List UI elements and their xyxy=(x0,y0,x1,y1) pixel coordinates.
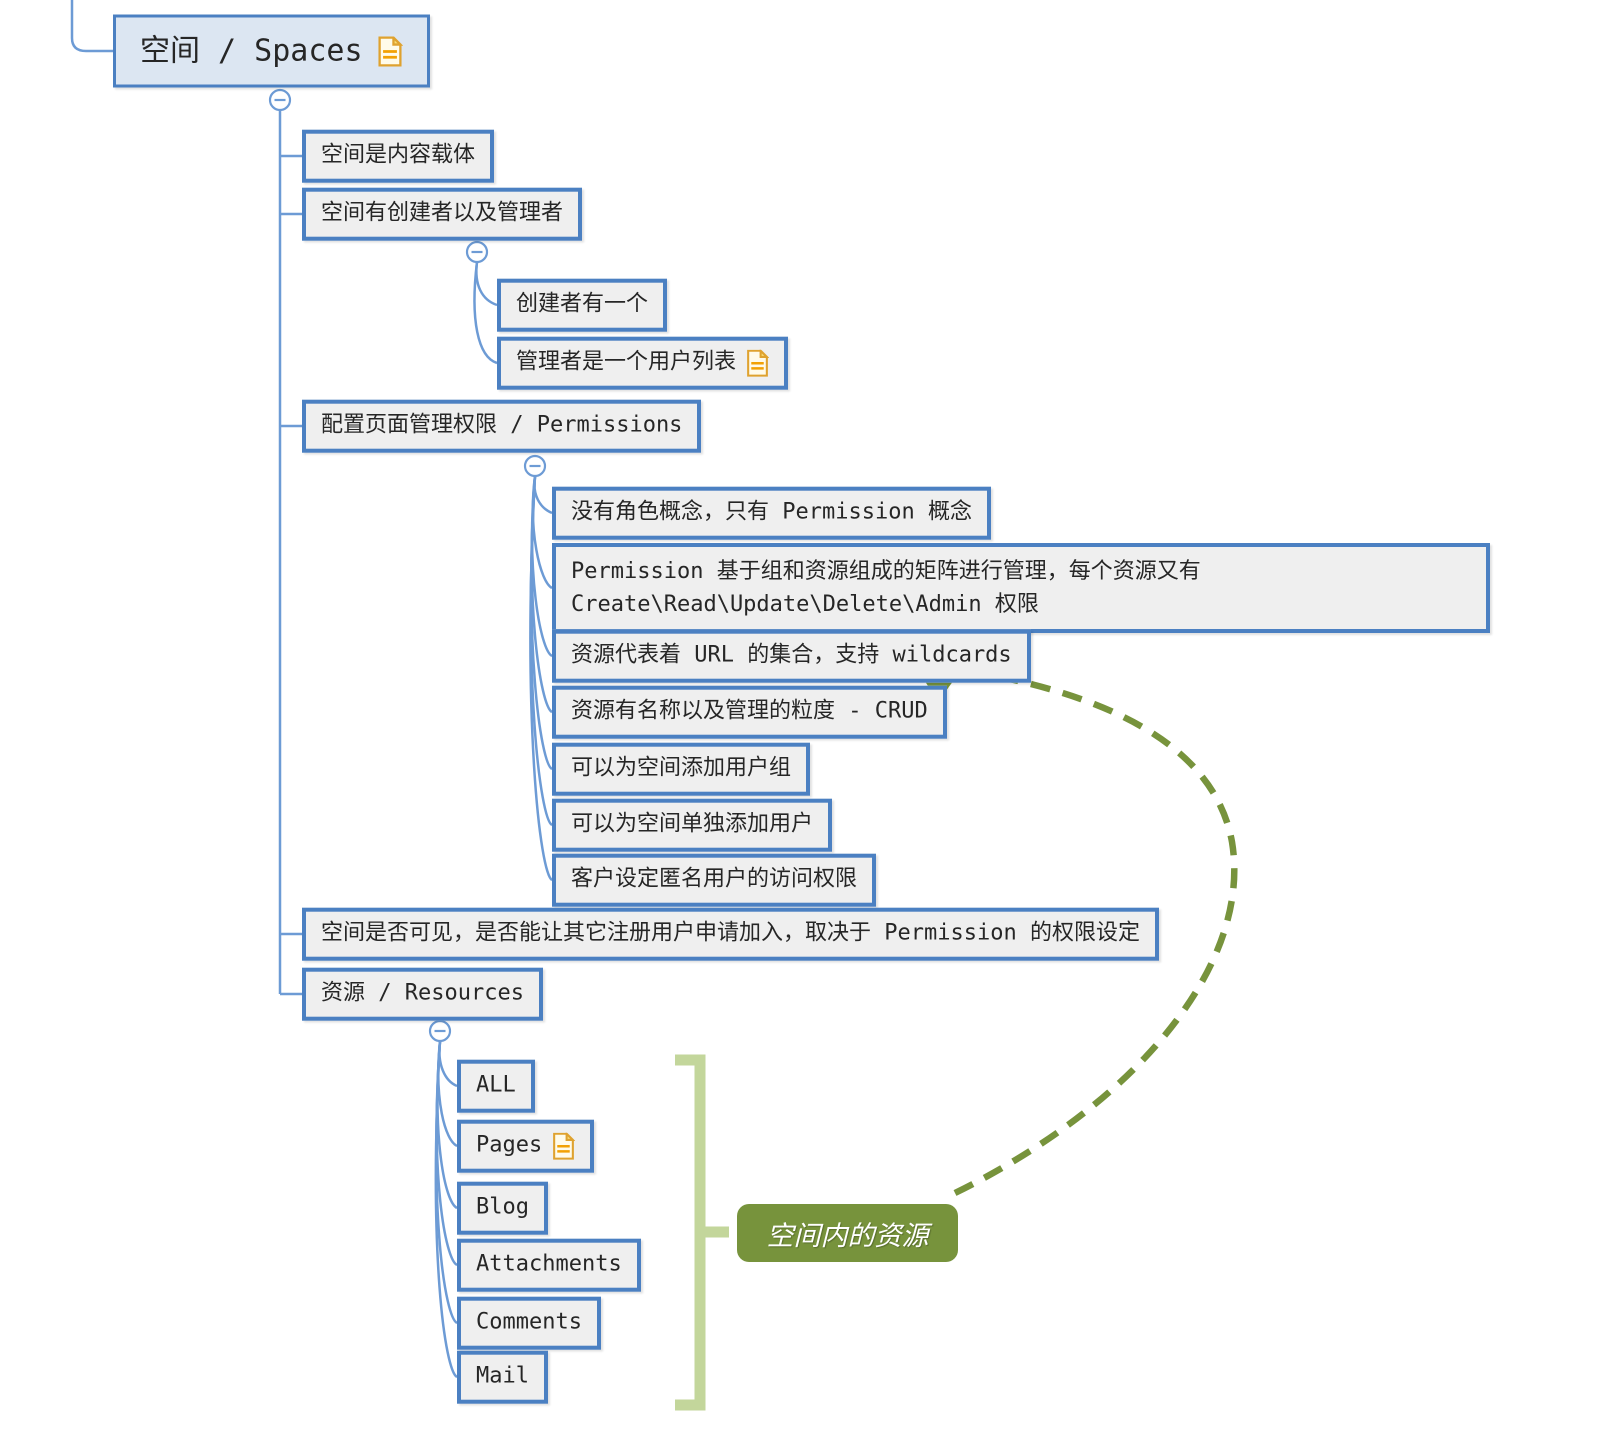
node-root-spaces[interactable]: 空间 / Spaces xyxy=(113,14,430,88)
node-label: 空间是否可见，是否能让其它注册用户申请加入，取决于 Permission 的权限… xyxy=(321,920,1140,946)
node-res-mail[interactable]: Mail xyxy=(457,1350,548,1404)
node-resource-url-wildcards[interactable]: 资源代表着 URL 的集合，支持 wildcards xyxy=(552,629,1031,683)
node-label: Blog xyxy=(476,1194,529,1220)
node-admin-user-list[interactable]: 管理者是一个用户列表 xyxy=(497,336,789,390)
node-label: 空间 / Spaces xyxy=(140,33,363,69)
node-label: 客户设定匿名用户的访问权限 xyxy=(571,866,858,892)
child-connectors-creator-admin xyxy=(473,261,498,365)
node-label: 资源有名称以及管理的粒度 - CRUD xyxy=(571,698,928,724)
node-resources[interactable]: 资源 / Resources xyxy=(302,967,543,1021)
node-anonymous-access[interactable]: 客户设定匿名用户的访问权限 xyxy=(552,853,877,907)
node-label: Mail xyxy=(476,1363,529,1389)
collapse-toggle-permissions[interactable] xyxy=(523,454,547,478)
node-label: 资源代表着 URL 的集合，支持 wildcards xyxy=(571,642,1012,668)
node-res-pages[interactable]: Pages xyxy=(457,1119,595,1173)
node-res-blog[interactable]: Blog xyxy=(457,1181,548,1235)
node-res-comments[interactable]: Comments xyxy=(457,1296,601,1350)
collapse-toggle-resources[interactable] xyxy=(428,1019,452,1043)
child-connectors-permissions xyxy=(529,475,553,882)
node-space-creator-admin[interactable]: 空间有创建者以及管理者 xyxy=(302,187,583,241)
node-resource-name-crud[interactable]: 资源有名称以及管理的粒度 - CRUD xyxy=(552,685,947,739)
node-label: Attachments xyxy=(476,1251,622,1277)
node-label: 可以为空间添加用户组 xyxy=(571,755,792,781)
node-space-visibility[interactable]: 空间是否可见，是否能让其它注册用户申请加入，取决于 Permission 的权限… xyxy=(302,907,1159,961)
node-res-attachments[interactable]: Attachments xyxy=(457,1238,641,1292)
node-label: Permission 基于组和资源组成的矩阵进行管理，每个资源又有 Create… xyxy=(571,559,1201,617)
document-icon xyxy=(553,1132,576,1160)
node-space-content-carrier[interactable]: 空间是内容载体 xyxy=(302,129,495,183)
node-label: 没有角色概念，只有 Permission 概念 xyxy=(571,499,972,525)
node-label: ALL xyxy=(476,1072,516,1098)
collapse-toggle-root[interactable] xyxy=(268,88,292,112)
node-res-all[interactable]: ALL xyxy=(457,1059,535,1113)
node-label: 管理者是一个用户列表 xyxy=(516,349,737,375)
collapse-toggle-creator-admin[interactable] xyxy=(465,240,489,264)
branch-connectors xyxy=(280,154,302,996)
node-label: 空间是内容载体 xyxy=(321,142,476,168)
node-label: Comments xyxy=(476,1309,582,1335)
node-add-user-group[interactable]: 可以为空间添加用户组 xyxy=(552,742,811,796)
summary-callout-space-resources[interactable]: 空间内的资源 xyxy=(737,1204,958,1262)
node-add-single-user[interactable]: 可以为空间单独添加用户 xyxy=(552,798,833,852)
node-creator-one[interactable]: 创建者有一个 xyxy=(497,278,668,332)
node-label: Pages xyxy=(476,1132,543,1158)
document-icon xyxy=(747,349,770,377)
node-label: 资源 / Resources xyxy=(321,980,524,1006)
parent-connector-line xyxy=(70,0,113,53)
summary-bracket xyxy=(675,1054,729,1411)
node-label: 配置页面管理权限 / Permissions xyxy=(321,412,683,438)
summary-label: 空间内的资源 xyxy=(766,1220,929,1252)
node-permissions[interactable]: 配置页面管理权限 / Permissions xyxy=(302,399,702,453)
node-label: 可以为空间单独添加用户 xyxy=(571,811,814,837)
child-connectors-resources xyxy=(434,1040,458,1379)
node-no-role-concept[interactable]: 没有角色概念，只有 Permission 概念 xyxy=(552,486,991,540)
node-permission-matrix[interactable]: Permission 基于组和资源组成的矩阵进行管理，每个资源又有 Create… xyxy=(552,543,1490,633)
document-icon xyxy=(378,36,403,66)
node-label: 空间有创建者以及管理者 xyxy=(321,200,564,226)
node-label: 创建者有一个 xyxy=(516,291,649,317)
